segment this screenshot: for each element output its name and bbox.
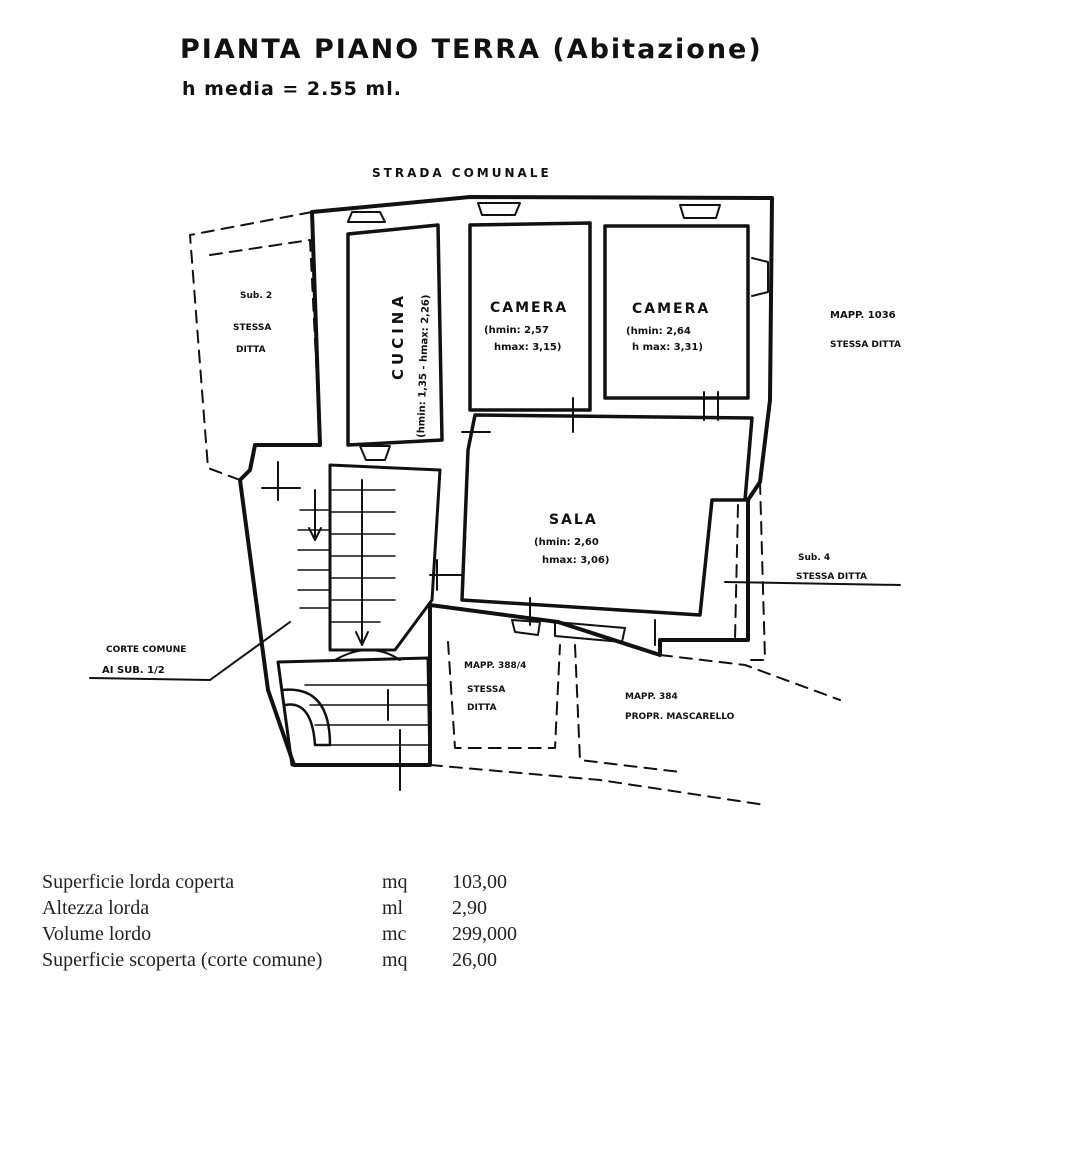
stair-treads: [297, 489, 429, 746]
mapp384-owner: PROPR. MASCARELLO: [625, 712, 735, 722]
mapp388-label: MAPP. 388/4: [464, 661, 526, 671]
stat-value: 26,00: [452, 949, 497, 971]
stat-value: 103,00: [452, 871, 507, 893]
room2-wall: [603, 224, 750, 400]
hall-hmin: (hmin: 2,60: [534, 537, 599, 548]
door-ticks: [261, 391, 719, 646]
stat-unit: ml: [382, 897, 404, 919]
table-row: Volume lordo mc 299,000: [42, 921, 517, 947]
sub2-owner-2: DITTA: [236, 345, 266, 355]
room2-label: CAMERA: [632, 301, 710, 317]
kitchen-label: CUCINA: [389, 292, 407, 380]
sub4-owner: STESSA DITTA: [796, 572, 867, 582]
street-label: STRADA COMUNALE: [372, 166, 552, 180]
leader-lines: [89, 581, 901, 681]
stat-unit: mc: [382, 923, 407, 945]
hall-label: SALA: [549, 512, 598, 528]
mapp1036-label: MAPP. 1036: [830, 310, 896, 321]
room2-hmax: h max: 3,31): [632, 342, 703, 353]
yard-arch: [280, 688, 332, 747]
stat-label: Altezza lorda: [42, 897, 150, 919]
mapp388-owner: STESSA: [467, 685, 505, 695]
sub2-owner: STESSA: [233, 323, 271, 333]
stat-label: Volume lordo: [42, 923, 152, 945]
room2-hmin: (hmin: 2,64: [626, 326, 691, 337]
table-row: Superficie scoperta (corte comune) mq 26…: [42, 947, 517, 973]
room1-hmin: (hmin: 2,57: [484, 325, 549, 336]
plan-title: PIANTA PIANO TERRA (Abitazione): [180, 34, 763, 65]
sub2-label: Sub. 2: [240, 291, 272, 301]
mapp388-owner-2: DITTA: [467, 703, 497, 713]
stat-value: 2,90: [452, 897, 487, 919]
stat-unit: mq: [382, 871, 408, 893]
room1-wall: [468, 221, 592, 412]
stat-unit: mq: [382, 949, 408, 971]
kitchen-heights: (hmin: 1,35 - hmax: 2,26): [416, 294, 432, 438]
sub4-label: Sub. 4: [798, 553, 830, 563]
table-row: Altezza lorda ml 2,90: [42, 895, 517, 921]
mapp384-label: MAPP. 384: [625, 692, 678, 702]
stat-label: Superficie scoperta (corte comune): [42, 949, 323, 971]
corte-sub: AI SUB. 1/2: [102, 665, 165, 676]
boundary-dashes: [189, 211, 841, 806]
kitchen-wall: [346, 223, 444, 447]
lower-wall: [276, 656, 432, 767]
room1-label: CAMERA: [490, 300, 568, 316]
table-row: Superficie lorda coperta mq 103,00: [42, 869, 517, 895]
stair-wall: [328, 463, 442, 652]
hall-hmax: hmax: 3,06): [542, 555, 609, 566]
hall-wall: [460, 413, 754, 617]
stat-label: Superficie lorda coperta: [42, 871, 235, 893]
outer-wall: [238, 195, 774, 767]
plan-subtitle: h media = 2.55 ml.: [182, 78, 402, 100]
mapp1036-owner: STESSA DITTA: [830, 340, 901, 350]
stat-value: 299,000: [452, 923, 517, 945]
room1-hmax: hmax: 3,15): [494, 342, 561, 353]
stair-arrows: [308, 479, 401, 791]
corte-label: CORTE COMUNE: [106, 645, 186, 655]
surface-table: Superficie lorda coperta mq 103,00 Altez…: [42, 869, 517, 973]
